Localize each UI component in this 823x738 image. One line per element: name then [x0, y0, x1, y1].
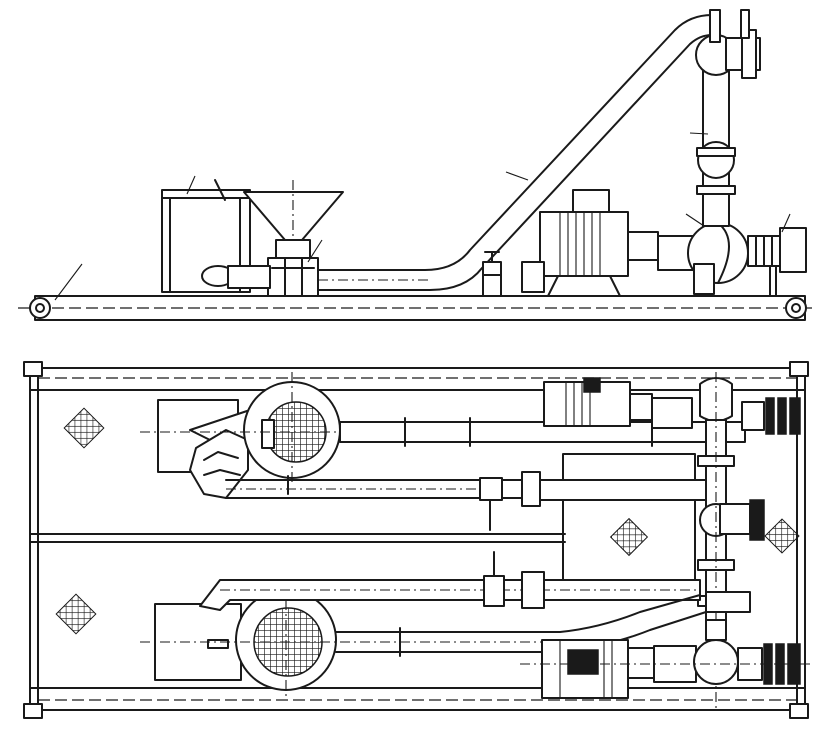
lower-mixing-unit	[140, 580, 560, 700]
callout-6	[689, 132, 709, 135]
upper-pipes	[225, 417, 746, 531]
funnel-hopper	[243, 180, 344, 298]
callout-1	[54, 263, 83, 301]
upper-motor-pump	[543, 377, 801, 435]
outlet-fitting	[747, 227, 807, 297]
lower-motor-pump	[520, 619, 810, 699]
grate-icon	[55, 593, 97, 635]
grate-icon	[609, 517, 649, 557]
right-manifold	[697, 372, 765, 710]
grate-icon	[764, 518, 800, 554]
callout-3	[307, 239, 323, 263]
base-skid	[18, 295, 815, 321]
callout-2	[186, 175, 196, 195]
electric-motor	[521, 189, 695, 297]
vertical-riser	[695, 9, 761, 227]
callout-5	[685, 213, 705, 227]
centrifugal-pump	[687, 222, 749, 295]
frame-outline	[23, 361, 809, 719]
callout-4	[505, 171, 529, 181]
ejector-nozzle	[201, 265, 271, 289]
plan-view	[23, 361, 810, 719]
callout-7	[781, 213, 791, 233]
grate-icon	[63, 407, 105, 449]
side-elevation-view	[18, 9, 815, 321]
discharge-pipe	[317, 14, 721, 291]
inline-valve	[482, 251, 502, 297]
